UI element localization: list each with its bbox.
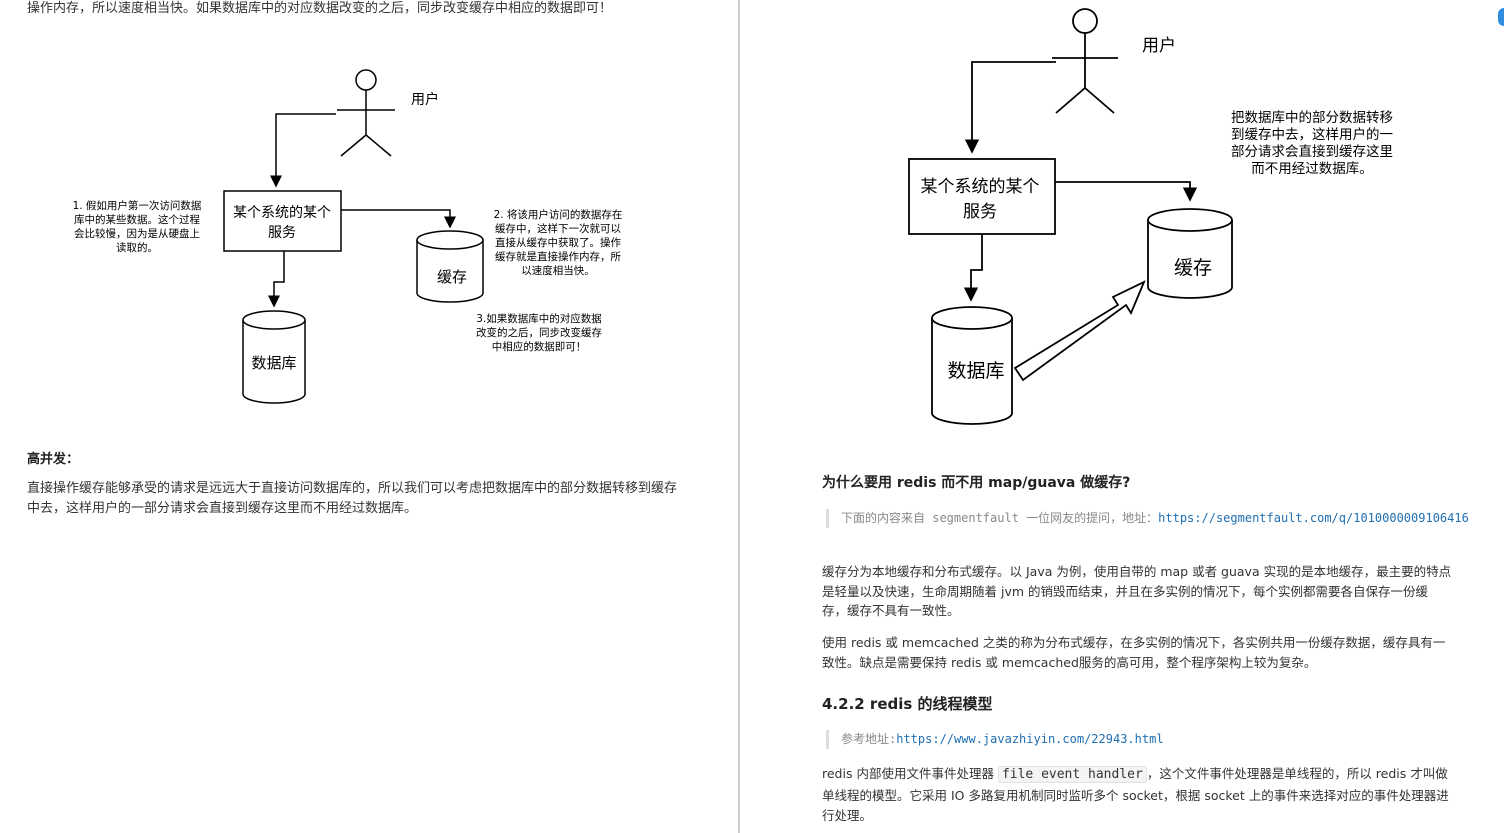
database-label: 数据库 [251, 354, 296, 372]
svg-text:1. 假如用户第一次访问数据: 1. 假如用户第一次访问数据 [73, 199, 202, 212]
quote-source-text: 下面的内容来自 segmentfault 一位网友的提问，地址： [841, 511, 1159, 525]
file-event-handler-code: file event handler [997, 766, 1147, 783]
user-to-service-arrow [270, 113, 336, 188]
section-heading-thread-model: 4.2.2 redis 的线程模型 [822, 695, 993, 713]
note-1: 1. 假如用户第一次访问数据 库中的某些数据。这个过程 会比较慢，因为是从硬盘上… [73, 199, 202, 254]
thread-model-text-a: redis 内部使用文件事件处理器 [822, 766, 994, 781]
thread-model-text-b: ，这个文件事件处理器是单线程的，所以 redis 才叫做单线程的模型。它采用 I… [822, 766, 1449, 823]
cache-cylinder [416, 230, 484, 303]
javazhiyin-link[interactable]: https://www.javazhiyin.com/22943.html [896, 732, 1164, 746]
svg-text:部分请求会直接到缓存这里: 部分请求会直接到缓存这里 [1231, 143, 1393, 160]
note-3: 3.如果数据库中的对应数据 改变的之后，同步改变缓存 中相应的数据即可！ [476, 312, 602, 353]
svg-text:3.如果数据库中的对应数据: 3.如果数据库中的对应数据 [476, 312, 602, 325]
segmentfault-link[interactable]: https://segmentfault.com/q/1010000009106… [1158, 511, 1469, 525]
svg-text:到缓存中去，这样用户的一: 到缓存中去，这样用户的一 [1231, 126, 1393, 143]
quote-reference-text: 参考地址: [841, 732, 897, 746]
user-label: 用户 [1142, 36, 1176, 56]
svg-text:改变的之后，同步改变缓存: 改变的之后，同步改变缓存 [476, 326, 602, 339]
page-divider [738, 0, 740, 833]
service-box [223, 190, 342, 252]
svg-text:中相应的数据即可！: 中相应的数据即可！ [492, 340, 587, 353]
service-label-2: 服务 [963, 202, 997, 222]
svg-text:把数据库中的部分数据转移: 把数据库中的部分数据转移 [1231, 110, 1393, 126]
svg-text:而不用经过数据库。: 而不用经过数据库。 [1251, 161, 1373, 177]
note-2: 2. 将该用户访问的数据存在 缓存中，这样下一次就可以 直接从缓存中获取了。操作… [494, 208, 623, 277]
svg-text:直接从缓存中获取了。操作: 直接从缓存中获取了。操作 [495, 236, 621, 249]
svg-text:缓存就是直接操作内存，所: 缓存就是直接操作内存，所 [495, 250, 621, 263]
cache-transfer-diagram: 用户 某个系统的某个 服务 缓存 数据库 把数据库中的部分数据转移 到缓存中去，… [908, 8, 1393, 425]
transfer-arrow [1013, 280, 1146, 382]
user-figure-icon [1052, 8, 1118, 114]
service-to-db-arrow [963, 234, 983, 302]
service-to-db-arrow [268, 251, 285, 308]
service-to-cache-arrow [1055, 181, 1198, 202]
left-page: 操作内存，所以速度相当快。如果数据库中的对应数据改变的之后，同步改变缓存中相应的… [0, 0, 738, 833]
quote-source: 下面的内容来自 segmentfault 一位网友的提问，地址：https://… [826, 509, 1471, 528]
user-label: 用户 [411, 91, 439, 108]
user-to-service-arrow [964, 61, 1056, 154]
database-cylinder [931, 306, 1013, 425]
top-line-text: 操作内存，所以速度相当快。如果数据库中的对应数据改变的之后，同步改变缓存中相应的… [27, 1, 613, 16]
service-to-cache-arrow [341, 209, 456, 229]
transfer-note: 把数据库中的部分数据转移 到缓存中去，这样用户的一 部分请求会直接到缓存这里 而… [1231, 110, 1393, 177]
service-label-2: 服务 [268, 225, 296, 241]
database-cylinder [242, 310, 306, 404]
paragraph-distributed-cache: 使用 redis 或 memcached 之类的称为分布式缓存，在多实例的情况下… [822, 635, 1446, 670]
section-heading-why-redis: 为什么要用 redis 而不用 map/guava 做缓存? [822, 475, 1131, 491]
paragraph-high-concurrency: 直接操作缓存能够承受的请求是远远大于直接访问数据库的，所以我们可以考虑把数据库中… [27, 481, 678, 516]
cache-label: 缓存 [1174, 257, 1212, 279]
paragraph-thread-model: redis 内部使用文件事件处理器 file event handler，这个文… [822, 764, 1452, 827]
scroll-indicator[interactable] [1498, 8, 1504, 26]
service-box [908, 158, 1056, 235]
service-label-1: 某个系统的某个 [921, 177, 1040, 197]
svg-text:2. 将该用户访问的数据存在: 2. 将该用户访问的数据存在 [494, 208, 623, 221]
cache-cylinder [1147, 208, 1233, 299]
user-figure-icon [337, 69, 395, 157]
svg-text:会比较慢，因为是从硬盘上: 会比较慢，因为是从硬盘上 [74, 227, 200, 240]
svg-text:以速度相当快。: 以速度相当快。 [521, 264, 595, 277]
svg-text:读取的。: 读取的。 [116, 241, 158, 254]
paragraph-local-vs-distributed: 缓存分为本地缓存和分布式缓存。以 Java 为例，使用自带的 map 或者 gu… [822, 564, 1452, 618]
cache-flow-diagram: 用户 某个系统的某个 服务 缓存 数据库 1. 假如用户第一次访问数据 库中的某… [73, 69, 623, 404]
section-heading-high-concurrency: 高并发： [27, 452, 80, 467]
service-label-1: 某个系统的某个 [233, 205, 331, 221]
svg-text:缓存中，这样下一次就可以: 缓存中，这样下一次就可以 [495, 222, 621, 235]
svg-text:库中的某些数据。这个过程: 库中的某些数据。这个过程 [74, 213, 200, 226]
quote-reference: 参考地址:https://www.javazhiyin.com/22943.ht… [826, 730, 1471, 749]
cache-label: 缓存 [437, 268, 467, 286]
right-page: 用户 某个系统的某个 服务 缓存 数据库 把数据库中的部分数据转移 到缓存中去，… [740, 0, 1504, 833]
database-label: 数据库 [947, 360, 1004, 382]
